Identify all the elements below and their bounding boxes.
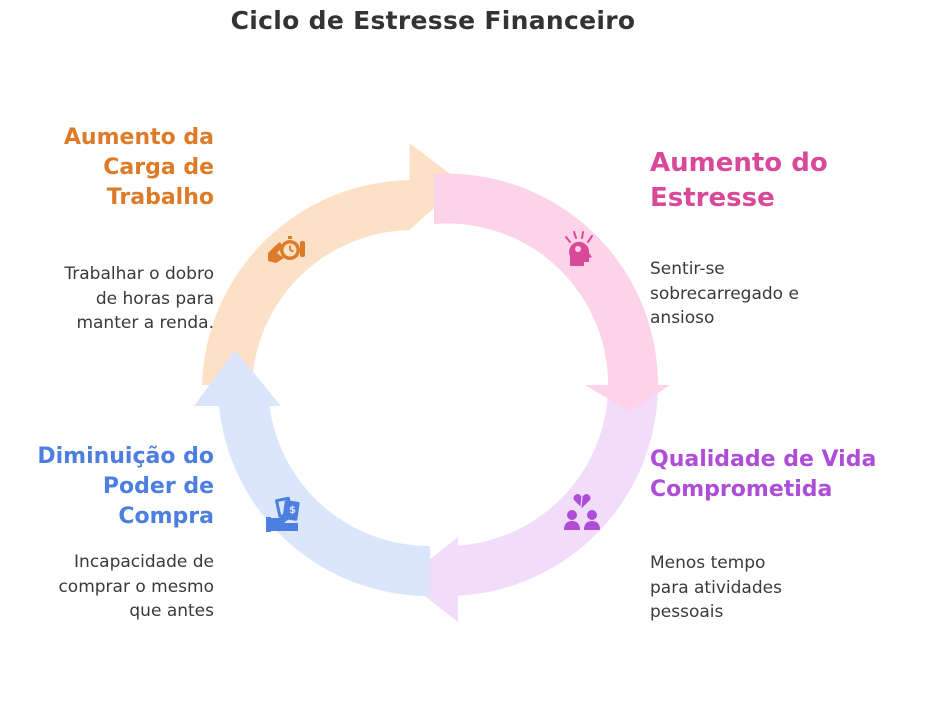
- stage-title-line: Poder de: [102, 474, 214, 499]
- stage-desc-line: ansioso: [650, 308, 715, 328]
- stage-desc-line: Sentir-se: [650, 259, 725, 279]
- cycle-arrow-estresse: [434, 173, 670, 412]
- stage-title-workload: Aumento da Carga de Trabalho: [10, 123, 214, 213]
- stage-title-line: Comprometida: [650, 477, 833, 502]
- hand-clock-icon: [268, 236, 305, 263]
- stage-desc-line: para atividades: [650, 577, 782, 598]
- stage-title-stress: Aumento do Estresse: [650, 146, 930, 216]
- broken-heart-couple-icon: [564, 494, 600, 530]
- cycle-arrow-qualidade: [404, 385, 658, 622]
- svg-text:$: $: [289, 505, 296, 516]
- stage-title-line: Diminuição do: [37, 444, 214, 469]
- stage-desc-line: que antes: [129, 601, 214, 621]
- stage-title-line: Aumento do: [650, 148, 828, 178]
- stage-desc-stress: Sentir-se sobrecarregado e ansioso: [650, 257, 930, 331]
- stressed-head-icon: [565, 231, 593, 266]
- stage-title-purchasing-power: Diminuição do Poder de Compra: [10, 442, 214, 532]
- stage-title-line: Aumento da: [63, 125, 214, 150]
- stage-title-line: Qualidade de Vida: [650, 447, 877, 472]
- stage-title-line: Trabalho: [106, 185, 214, 210]
- stage-desc-line: comprar o mesmo: [58, 576, 214, 597]
- stage-desc-line: de horas para: [95, 288, 214, 309]
- cycle-arrow-poder: [194, 350, 430, 597]
- stage-title-line: Estresse: [650, 183, 775, 213]
- cycle-arrow-workload: [202, 143, 462, 385]
- stage-title-line: Carga de: [103, 155, 214, 180]
- stage-desc-line: pessoais: [650, 602, 724, 622]
- hand-money-icon: $: [266, 496, 300, 532]
- stage-desc-line: Incapacidade de: [74, 552, 214, 572]
- diagram-title: Ciclo de Estresse Financeiro: [230, 6, 636, 35]
- stage-title-line: Compra: [118, 504, 214, 529]
- stage-desc-line: Trabalhar o dobro: [64, 264, 214, 284]
- stage-title-quality: Qualidade de Vida Comprometida: [650, 445, 935, 505]
- stage-desc-line: sobrecarregado e: [650, 283, 799, 304]
- stage-desc-quality: Menos tempo para atividades pessoais: [650, 551, 930, 625]
- stage-desc-workload: Trabalhar o dobro de horas para manter a…: [0, 262, 214, 336]
- stage-desc-purchasing-power: Incapacidade de comprar o mesmo que ante…: [0, 550, 214, 624]
- stage-desc-line: manter a renda.: [76, 313, 214, 333]
- stage-desc-line: Menos tempo: [650, 553, 766, 573]
